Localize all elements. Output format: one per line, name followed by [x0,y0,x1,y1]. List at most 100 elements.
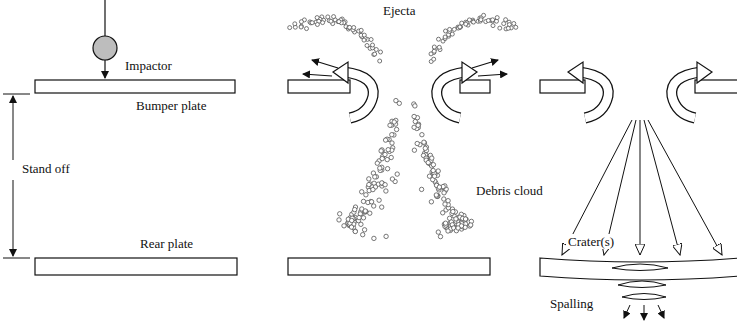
particle [390,133,394,137]
particle [464,217,468,221]
particle [436,169,440,173]
crater [612,264,668,271]
particle [373,175,377,179]
bumper-plate [35,80,235,93]
particle [432,45,436,49]
particle [456,225,460,229]
particle [342,224,346,228]
particle [450,32,454,36]
particle [416,122,420,126]
particle [361,199,365,203]
part-label: Impactor [123,58,174,73]
ejecta-arrow [312,60,338,68]
particle [337,218,341,222]
particle [299,24,303,28]
particle [495,16,499,20]
particle [337,20,341,24]
panel-debris [288,13,518,275]
particle [437,37,441,41]
particle [441,211,445,215]
ejecta-arrow [303,74,332,76]
particle [293,22,297,26]
particle [442,191,446,195]
particle [371,187,375,191]
particle [362,228,366,232]
particle [419,187,423,191]
particle [357,215,361,219]
particle [482,13,486,17]
rear-plate-deformed [540,258,737,280]
velocity-arrow [104,60,105,78]
particle [367,177,371,181]
particle [390,177,394,181]
particle [363,210,367,214]
particle [444,29,448,33]
particle [371,43,375,47]
particle [432,49,436,53]
spall-arrow [624,305,630,318]
particle [431,163,435,167]
particle [456,226,460,230]
particle [443,35,447,39]
particle [385,167,389,171]
particle [432,174,436,178]
particle [512,22,516,26]
particle [369,200,373,204]
particle [332,15,336,19]
particle [388,123,392,127]
particle [420,133,424,137]
particle [321,21,325,25]
particle [390,141,394,145]
particle [451,209,455,213]
particle [491,18,495,22]
particle [412,148,416,152]
particle [363,209,367,213]
dimension-label: Stand off [20,161,72,176]
particle [463,217,467,221]
particle [352,26,356,30]
part-label: Bumper plate [134,98,208,113]
particle [367,182,371,186]
spall-fragment [618,281,666,288]
particle [383,152,387,156]
part-label: Crater(s) [566,234,616,249]
particle [372,53,376,57]
particle [506,26,510,30]
particle [442,197,446,201]
particle [385,157,389,161]
particle [364,209,368,213]
particle [446,229,450,233]
particle [468,224,472,228]
particle [359,28,363,32]
particle [386,148,390,152]
particle [362,38,366,42]
particle [329,19,333,23]
particle [491,24,495,28]
particle [412,114,416,118]
particle [448,27,452,31]
particle [364,193,368,197]
particle [395,172,399,176]
particle [486,19,490,23]
particle [467,18,471,22]
particle [438,234,442,238]
particle [415,141,419,145]
particle [498,26,502,30]
bumper-plate-piece [460,80,490,93]
part-label: Debris cloud [474,183,545,198]
debris-arrow [644,120,680,255]
particle [454,217,458,221]
petalled-hole [568,62,712,118]
particle [443,221,447,225]
particle [347,26,351,30]
particle [379,50,383,54]
particle [288,26,292,30]
particle [426,160,430,164]
particle [430,156,434,160]
particle [514,25,518,29]
particle [305,27,309,31]
particle [353,207,357,211]
particle [435,194,439,198]
particle [360,190,364,194]
